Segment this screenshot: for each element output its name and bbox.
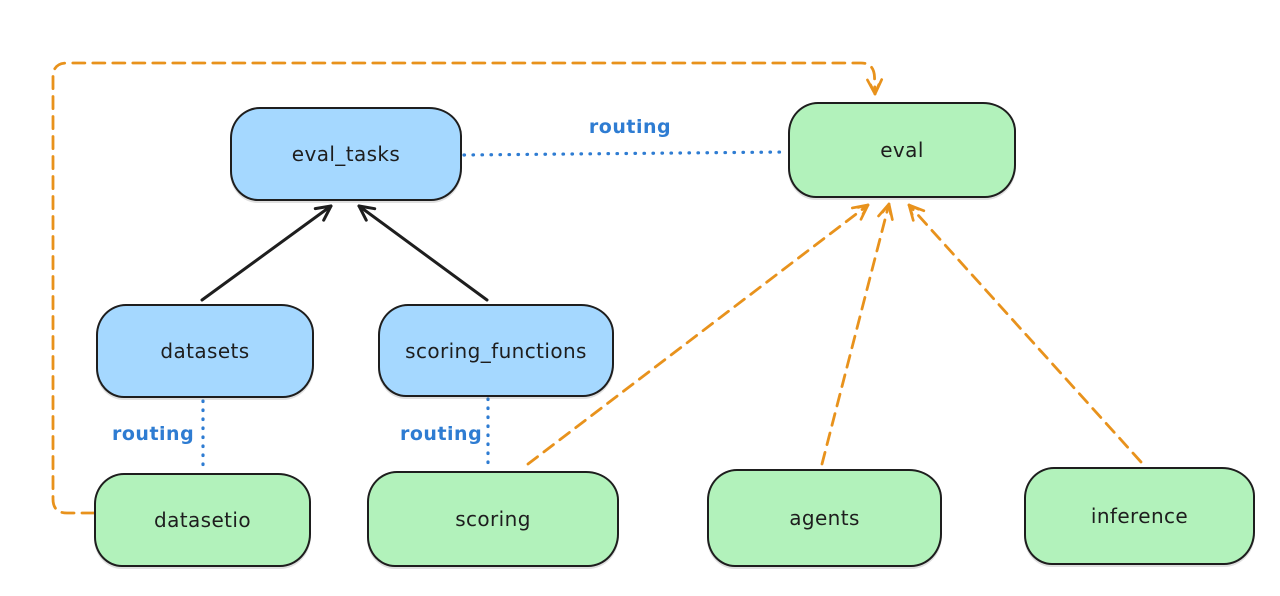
node-eval-label: eval xyxy=(880,138,924,162)
edge-eval_tasks-to-eval-routing xyxy=(462,150,788,157)
node-datasets[interactable]: datasets xyxy=(96,304,314,398)
node-scoring-functions-label: scoring_functions xyxy=(405,338,587,363)
node-datasetio-label: datasetio xyxy=(153,508,251,532)
node-eval-tasks[interactable]: eval_tasks xyxy=(230,107,462,201)
node-scoring-functions[interactable]: scoring_functions xyxy=(378,304,614,397)
node-datasets-label: datasets xyxy=(160,339,250,363)
node-agents[interactable]: agents xyxy=(707,469,942,567)
node-scoring[interactable]: scoring xyxy=(367,471,619,567)
edge-agents-to-eval xyxy=(820,202,894,466)
edge-scoring-to-eval xyxy=(526,203,870,466)
edge-datasets-to-eval_tasks xyxy=(200,204,333,302)
edge-datasetio-to-eval xyxy=(51,61,884,515)
edge-label-routing-datasets-datasetio: routing xyxy=(112,423,195,445)
node-eval[interactable]: eval xyxy=(788,102,1016,198)
node-inference[interactable]: inference xyxy=(1024,467,1255,565)
node-datasetio[interactable]: datasetio xyxy=(94,473,311,567)
edge-label-routing-scoring-functions-scoring: routing xyxy=(400,423,483,445)
node-agents-label: agents xyxy=(789,506,860,530)
edge-label-routing-eval-tasks-eval: routing xyxy=(588,116,672,138)
node-eval-tasks-label: eval_tasks xyxy=(291,142,401,166)
edge-scoring_functions-to-eval_tasks xyxy=(357,204,489,302)
node-scoring-label: scoring xyxy=(455,507,531,531)
node-inference-label: inference xyxy=(1090,504,1189,528)
edge-inference-to-eval xyxy=(907,203,1143,464)
